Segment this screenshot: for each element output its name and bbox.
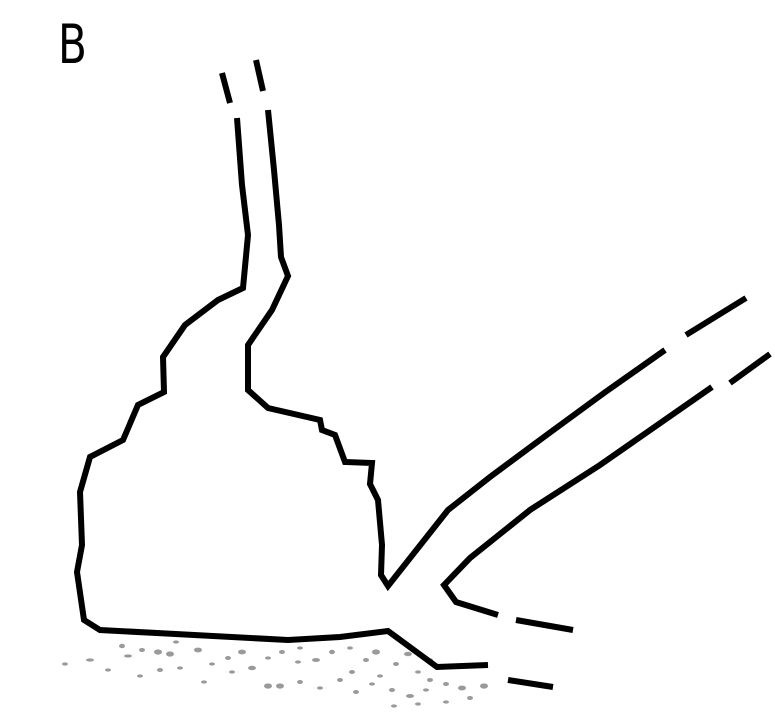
sediment-dot	[154, 649, 162, 654]
sediment-dot	[119, 644, 125, 648]
sediment-dot	[264, 683, 272, 688]
sediment-dot	[317, 686, 323, 689]
sediment-dot	[406, 694, 414, 698]
sediment-dot	[480, 683, 488, 688]
lower-tunnel-wall	[444, 387, 712, 615]
sediment-dot	[393, 662, 399, 666]
sediment-dot	[248, 666, 256, 670]
sediment-dot	[177, 666, 183, 669]
sediment-dot	[329, 650, 335, 654]
sediment-dot	[312, 658, 320, 662]
sediment-dot	[427, 678, 433, 682]
sediment-dot	[347, 646, 353, 649]
sediment-dot	[297, 680, 303, 684]
sediment-dot	[194, 648, 202, 653]
sediment-dot	[377, 674, 383, 677]
lower-right-dash-upper	[516, 620, 573, 630]
sediment-dot	[173, 640, 179, 643]
sediment-dot	[404, 652, 412, 656]
sediment-dot	[276, 683, 284, 688]
sediment-dot	[297, 646, 303, 649]
sediment-dot	[415, 702, 421, 705]
right-passage-dash-lower	[730, 354, 770, 383]
sediment-dot	[443, 700, 449, 703]
sediment-dot	[137, 674, 143, 677]
sediment-dot	[229, 670, 235, 673]
sediment-dot	[423, 688, 429, 691]
sediment-dot	[295, 660, 301, 663]
sediment-dot	[157, 668, 163, 672]
sediment-dot	[209, 662, 215, 665]
sediment-dot	[166, 651, 174, 656]
upper-passage-dash-right	[256, 60, 263, 91]
sediment-dot	[62, 662, 68, 665]
sediment-dot	[201, 680, 207, 683]
sediment-dot	[139, 648, 145, 652]
lower-right-dash-lower	[508, 680, 553, 687]
sediment-dot	[467, 696, 473, 700]
sediment-dot	[86, 658, 94, 661]
chamber-left-wall	[77, 118, 488, 667]
sediment-dot	[389, 688, 395, 692]
sediment-dot	[124, 654, 132, 657]
sediment-dot	[391, 704, 397, 707]
panel-label: B	[58, 18, 87, 72]
passage-continuations	[222, 60, 770, 687]
sediment-dot	[415, 670, 421, 673]
sediment-dot	[458, 686, 466, 691]
cave-outline	[77, 110, 712, 667]
sediment-dot	[369, 682, 375, 685]
sediment-layer	[62, 640, 488, 707]
sediment-dot	[443, 682, 449, 686]
sediment-dot	[279, 650, 285, 654]
upper-passage-dash-left	[222, 73, 230, 103]
sediment-dot	[337, 678, 343, 682]
sediment-dot	[363, 658, 369, 662]
sediment-dot	[238, 650, 246, 655]
sediment-dot	[372, 649, 380, 654]
sediment-dot	[349, 670, 355, 674]
right-passage-dash-upper	[686, 298, 746, 335]
sediment-dot	[353, 690, 359, 694]
sediment-dot	[225, 656, 231, 660]
sediment-dot	[265, 656, 271, 659]
chamber-right-wall	[248, 110, 665, 586]
sediment-dot	[105, 668, 111, 671]
